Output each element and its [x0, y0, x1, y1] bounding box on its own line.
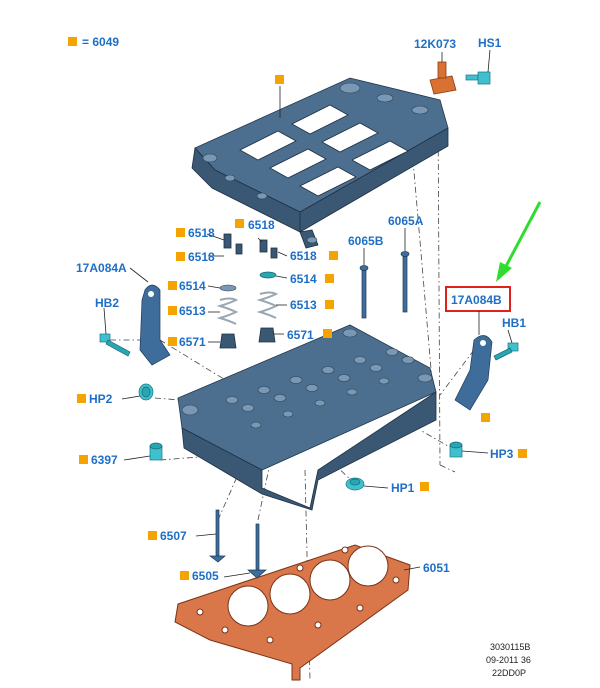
valve-pockets — [225, 348, 415, 429]
marker-icon — [148, 531, 157, 540]
valve-train-right — [256, 239, 279, 343]
bolt-HS1 — [465, 49, 491, 85]
label-6505: 6505 — [192, 569, 219, 583]
plug-HP1 — [345, 477, 365, 491]
label-6397: 6397 — [91, 453, 118, 467]
head-gasket — [174, 544, 411, 681]
label-17A084B: 17A084B — [451, 293, 502, 307]
label-6518-right: 6518 — [290, 249, 317, 263]
label-6507: 6507 — [160, 529, 187, 543]
marker-icon — [323, 329, 332, 338]
marker-icon — [180, 571, 189, 580]
leader-lines — [103, 86, 513, 578]
label-HB1: HB1 — [502, 316, 526, 330]
marker-icon — [518, 449, 527, 458]
label-6518-left: 6518 — [188, 250, 215, 264]
legend-marker-icon — [68, 37, 77, 46]
marker-icon — [325, 300, 334, 309]
label-HP2: HP2 — [89, 392, 113, 406]
marker-icon — [275, 75, 284, 84]
green-pointer-arrow-icon — [496, 201, 542, 282]
bracket-17A084A — [129, 267, 171, 366]
head-bolt-6065B — [359, 248, 369, 319]
label-HS1: HS1 — [478, 36, 502, 50]
label-6513-left: 6513 — [179, 304, 206, 318]
marker-icon — [176, 252, 185, 261]
head-bolt-6065A — [400, 228, 410, 313]
label-6514-right: 6514 — [290, 272, 317, 286]
drawing-reference: 3030115B 09-2011 36 22DD0P — [486, 642, 531, 678]
valve-6505 — [247, 523, 267, 579]
label-6051: 6051 — [423, 561, 450, 575]
label-HP1: HP1 — [391, 481, 415, 495]
camshaft-carrier — [191, 77, 449, 249]
legend: = 6049 — [68, 35, 119, 49]
label-6513-right: 6513 — [290, 298, 317, 312]
label-6065A: 6065A — [388, 214, 424, 228]
marker-icon — [79, 455, 88, 464]
legend-text: = 6049 — [82, 35, 119, 49]
part-labels: 12K073 HS1 6518 6518 6518 6518 6065B 606… — [76, 36, 526, 583]
label-6065B: 6065B — [348, 234, 384, 248]
label-6571-right: 6571 — [287, 328, 314, 342]
valve-train-left — [216, 233, 243, 349]
label-6514-left: 6514 — [179, 279, 206, 293]
label-12K073: 12K073 — [414, 37, 456, 51]
marker-icon — [329, 251, 338, 260]
label-17A084A: 17A084A — [76, 261, 127, 275]
label-HB2: HB2 — [95, 296, 119, 310]
cylinder-head — [177, 324, 437, 511]
plug-HP3 — [449, 441, 463, 458]
reference-line-1: 3030115B — [490, 642, 530, 652]
marker-icon — [168, 281, 177, 290]
marker-icon — [176, 228, 185, 237]
plug-HP2 — [138, 383, 154, 401]
marker-icon — [77, 394, 86, 403]
bolt-HB1 — [493, 342, 519, 361]
highlight-box-17A084B — [445, 286, 511, 312]
marker-icon — [325, 274, 334, 283]
marker-icon — [168, 306, 177, 315]
label-6518-top: 6518 — [248, 218, 275, 232]
cam-sensor-12K073 — [429, 52, 457, 95]
reference-line-2: 09-2011 36 — [486, 655, 531, 665]
callout-markers — [77, 75, 527, 580]
bracket-17A084B — [454, 335, 493, 411]
valve-6507 — [208, 509, 226, 563]
label-HP3: HP3 — [490, 447, 514, 461]
label-6518-left-top: 6518 — [188, 226, 215, 240]
marker-icon — [168, 337, 177, 346]
plug-6397 — [149, 442, 163, 461]
label-6571-left: 6571 — [179, 335, 206, 349]
marker-icon — [420, 482, 429, 491]
reference-line-3: 22DD0P — [492, 668, 526, 678]
marker-icon — [481, 413, 490, 422]
marker-icon — [235, 219, 244, 228]
bolt-HB2 — [99, 333, 131, 357]
